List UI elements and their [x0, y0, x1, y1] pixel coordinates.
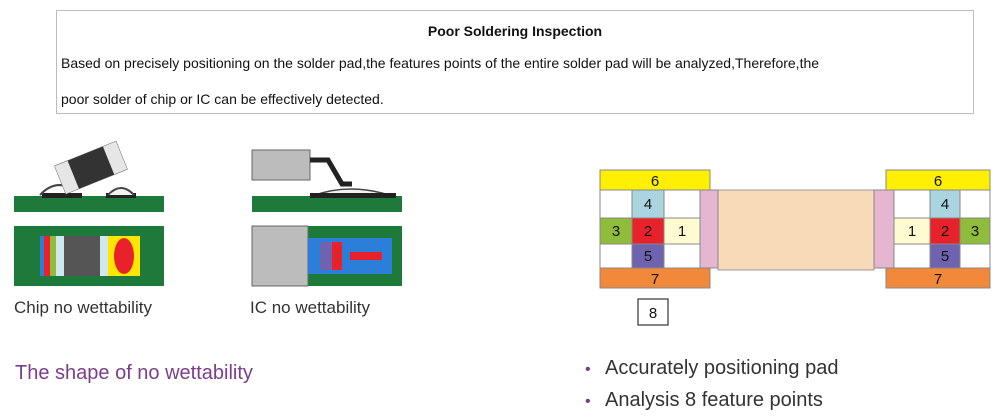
- right-label-4: 4: [941, 196, 949, 213]
- right-region-3: [959, 217, 991, 245]
- left-region-7: [599, 267, 711, 289]
- right-label-6: 6: [934, 173, 942, 190]
- left-label-3: 3: [612, 223, 620, 240]
- ic-side-view: [251, 149, 402, 212]
- ic-caption: IC no wettability: [250, 298, 370, 317]
- right-label-3: 3: [971, 223, 979, 240]
- left-label-7: 7: [651, 271, 659, 288]
- bullet-text: Analysis 8 feature points: [605, 389, 823, 411]
- pad-analysis-diagram: 6 4 3 2 1 5 7 6 4 1 2 3 5 7 8: [599, 169, 991, 326]
- left-label-5: 5: [644, 248, 652, 265]
- right-label-5: 5: [941, 248, 949, 265]
- right-label-2: 2: [941, 223, 949, 240]
- left-region-3: [599, 217, 633, 245]
- description-box: Poor Soldering Inspection Based on preci…: [56, 10, 974, 114]
- left-label-2: 2: [644, 223, 652, 240]
- chip-side-view: [14, 140, 164, 212]
- bullet-item: • Analysis 8 feature points: [585, 384, 838, 416]
- description-title: Poor Soldering Inspection: [427, 23, 603, 39]
- chip-top-view: [14, 226, 164, 286]
- ic-top-view: [251, 225, 402, 287]
- right-region-7: [885, 267, 991, 289]
- description-line-1: Based on precisely positioning on the so…: [61, 55, 820, 71]
- right-region-1: [893, 217, 931, 245]
- right-pink-band: [873, 189, 895, 269]
- right-region-4: [929, 189, 961, 219]
- bullet-dot-icon: •: [585, 393, 591, 410]
- right-label-1: 1: [908, 223, 916, 240]
- chip-body-region: [717, 189, 875, 271]
- bullet-dot-icon: •: [585, 361, 591, 378]
- chip-caption: Chip no wettability: [14, 298, 152, 317]
- left-region-1: [663, 217, 701, 245]
- region-8-box: [637, 298, 669, 326]
- bullet-item: • Accurately positioning pad: [585, 352, 838, 384]
- left-label-6: 6: [651, 173, 659, 190]
- right-label-7: 7: [934, 271, 942, 288]
- left-label-1: 1: [678, 223, 686, 240]
- left-pink-band: [699, 189, 719, 269]
- shape-caption: The shape of no wettability: [15, 362, 253, 384]
- feature-bullets: • Accurately positioning pad • Analysis 8 …: [585, 352, 838, 416]
- region-8-label: 8: [649, 305, 657, 322]
- bullet-text: Accurately positioning pad: [605, 357, 839, 379]
- left-label-4: 4: [644, 196, 652, 213]
- description-line-2: poor solder of chip or IC can be effecti…: [61, 91, 384, 107]
